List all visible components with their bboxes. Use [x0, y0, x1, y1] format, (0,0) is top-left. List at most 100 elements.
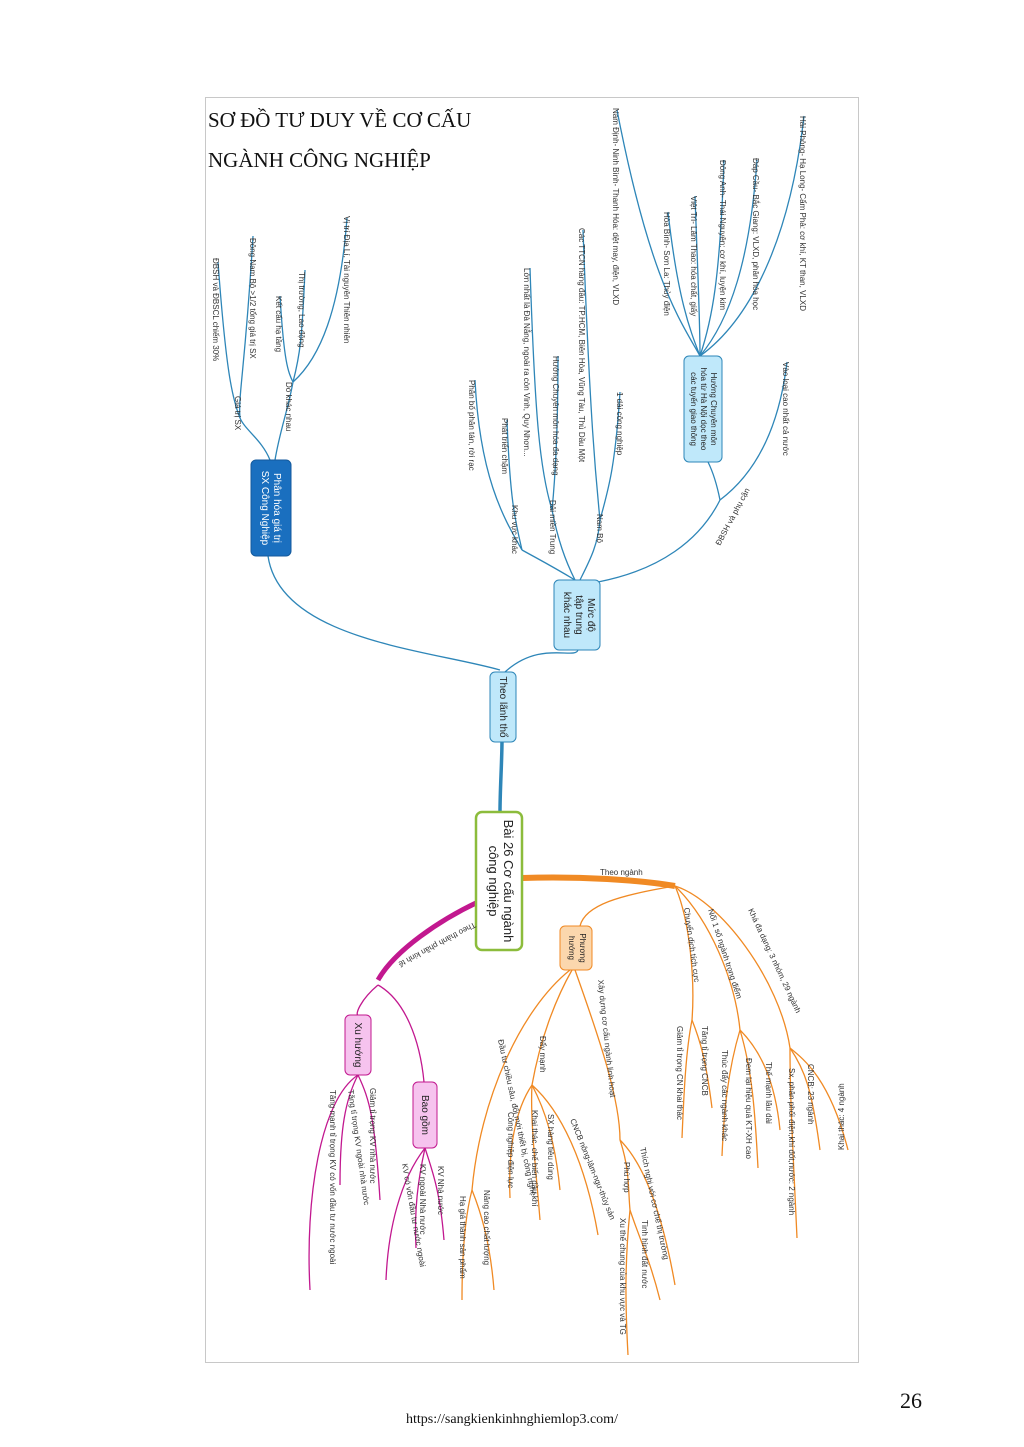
label-cm-item-3: Việt Trì- Lâm Thao: hóa chất, giấy — [689, 196, 698, 316]
footer-url[interactable]: https://sangkienkinhnghiemlop3.com/ — [406, 1412, 618, 1427]
phuong-huong-line-1: Phương — [578, 933, 587, 962]
label-ph-item-1: Tình hình đất nước — [640, 1220, 649, 1288]
edge-giatri-2 — [239, 235, 254, 419]
edge-cm-2 — [667, 211, 701, 357]
edge-huongcm — [707, 461, 721, 501]
label-cm-item-2: Hòa Bình- Sơn La: Thủy điện — [662, 212, 671, 316]
edge-territory-phanhoa — [267, 555, 501, 671]
huong-cm-line-2: hóa từ Hà Nội dọc theo — [699, 368, 708, 451]
edge-cm-6 — [699, 115, 805, 357]
edge-xd-1 — [619, 1139, 676, 1286]
phan-hoa-line-1: Phân hóa giá trị — [271, 473, 282, 543]
label-dbsh-item-1: Vào loại cao nhất cả nước — [781, 362, 790, 456]
phuong-huong-node[interactable]: Phương hướng — [559, 925, 593, 971]
muc-do-line-2: tập trung — [573, 595, 584, 634]
bao-gom-label: Bao gồm — [419, 1095, 431, 1135]
edge-phuonghuong — [579, 885, 676, 927]
edge-dm-3 — [530, 1084, 541, 1221]
huong-cm-node[interactable]: Hướng Chuyên môn hóa từ Hà Nội dọc theo … — [683, 355, 723, 463]
edge-dokhac — [274, 381, 294, 461]
phan-hoa-line-2: SX Công Nghiệp — [259, 471, 270, 546]
territory-node[interactable]: Theo lãnh thổ — [489, 671, 517, 743]
huong-cm-line-1: Hướng Chuyên môn — [709, 373, 718, 446]
edge-giatri — [239, 417, 271, 461]
label-do-khac-nhau: Do khác nhau — [284, 382, 293, 431]
label-dm-item-3: Khai thác, chế biến dầu khí — [530, 1110, 539, 1207]
label-cm-item-6: Hải Phòng- Hạ Long- Cẩm Phả: cơ khí, KT … — [798, 116, 807, 311]
edge-daymanh — [531, 969, 573, 1086]
bao-gom-node[interactable]: Bao gồm — [412, 1081, 438, 1149]
label-dh-item-2: Hướng Chuyên môn hóa đa dạng — [551, 356, 560, 476]
edge-dbsh-1 — [719, 361, 788, 501]
label-n1-item-2: Đem lại hiệu quả KT-XH cao — [744, 1058, 753, 1159]
muc-do-node[interactable]: Mức độ tập trung khác nhau — [553, 579, 601, 651]
edge-kv-2 — [506, 419, 523, 551]
label-xh-item-3: Tăng mạnh tỉ trọng KV có vốn đầu tư nước… — [328, 1090, 337, 1265]
label-xh-item-1: Giảm tỉ trọng KV nhà nước — [368, 1088, 377, 1184]
edge-noi1so — [674, 885, 741, 1031]
edge-xh-2 — [339, 1074, 359, 1186]
label-chuyen-dich: Chuyển dịch tích cực — [682, 907, 701, 983]
edge-nambo — [579, 519, 601, 581]
muc-do-line-1: Mức độ — [585, 598, 596, 632]
central-node[interactable]: Bài 26 Cơ cấu ngành công nghiệp — [474, 810, 524, 952]
title-line-1: SƠ ĐỒ TƯ DUY VỀ CƠ CẤU — [208, 108, 472, 132]
edge-cm-4 — [699, 159, 725, 357]
label-do-item-3: Vị trí Địa Lí, Tài nguyên Thiên nhiên — [342, 216, 351, 343]
label-n1-item-1: Thế mạnh lâu dài — [764, 1062, 773, 1124]
label-do-item-2: Thị trường, Lao động — [297, 272, 306, 348]
label-gia-tri-item-1: ĐBSH và ĐBSCL chiếm 30% — [211, 258, 220, 361]
edge-kvkhac — [521, 549, 576, 581]
edge-dh-2 — [551, 355, 559, 511]
label-theo-nganh: Theo ngành — [600, 868, 643, 877]
label-ph-item-2: Xu thế chung của khu vực và TG — [618, 1218, 627, 1335]
edge-cm-5 — [699, 159, 758, 357]
edge-n1-3 — [721, 1029, 741, 1157]
label-n1-item-3: Thúc đẩy các ngành khác — [720, 1050, 729, 1141]
edge-n1-1 — [739, 1029, 781, 1131]
label-kdd-item-3: Sx, phân phối điện,khí đốt,nước: 2 ngành — [787, 1068, 796, 1215]
label-duyen-hai: Dải miền Trung — [548, 500, 557, 554]
edge-cd-1 — [691, 1019, 713, 1109]
edge-do-1 — [279, 295, 294, 383]
label-gia-tri-item-2: Đông Nam Bộ >1/2 tổng giá trị SX — [248, 238, 257, 359]
label-dt-item-1: Nâng cao chất lượng — [482, 1190, 491, 1265]
huong-cm-line-3: các tuyến giao thông — [689, 372, 698, 446]
edge-central-sector — [521, 874, 676, 889]
label-gia-tri-sx: Giá trị SX — [233, 396, 242, 431]
edge-kdd-2 — [789, 1047, 821, 1151]
edge-xh-3 — [308, 1074, 359, 1291]
edge-xh-1 — [357, 1074, 381, 1201]
edge-dm-4 — [509, 1084, 533, 1199]
label-cd-item-1: Tăng tỉ trọng CNCB — [700, 1026, 709, 1096]
phan-hoa-node[interactable]: Phân hóa giá trị SX Công Nghiệp — [250, 459, 292, 557]
phuong-huong-line-2: hướng — [567, 936, 576, 960]
edge-cm-1 — [616, 109, 701, 357]
edge-n1-2 — [739, 1029, 759, 1169]
label-cm-item-4: Đông Anh- Thái Nguyên: cơ khí, luyện kim — [718, 160, 727, 310]
edge-dm-1 — [531, 1084, 599, 1236]
edge-duyenhai — [551, 509, 576, 581]
edge-ph-2 — [625, 1209, 631, 1356]
edge-territory-mucdo — [504, 649, 579, 673]
label-cm-item-5: Đáp Cầu- Bắc Giang: VLXD, phân hóa học — [751, 158, 760, 310]
edge-dautu — [471, 969, 571, 1191]
edge-khadadang — [674, 885, 791, 1049]
label-cm-item-1: Nam Định- Ninh Bình- Thanh Hóa: dệt may,… — [611, 108, 620, 305]
label-xh-item-2: Tăng tỉ trọng KV ngoài nhà nước — [346, 1089, 371, 1206]
territory-label: Theo lãnh thổ — [497, 676, 509, 738]
edge-kdd-1 — [789, 1047, 849, 1151]
edge-xd-2 — [619, 1139, 631, 1211]
label-nb-item-2: 1 dải công nghiệp — [615, 392, 624, 456]
label-xd-sub-2: Phù hợp — [622, 1162, 631, 1193]
title-line-2: NGÀNH CÔNG NGHIỆP — [208, 148, 431, 172]
edge-kv-1 — [474, 379, 523, 551]
xu-huong-node[interactable]: Xu hướng — [344, 1014, 372, 1076]
edge-cm-3 — [694, 195, 701, 357]
central-line-2: công nghiệp — [486, 846, 501, 917]
edge-bg-2 — [414, 1147, 426, 1249]
label-bg-item-1: KV Nhà nước — [436, 1166, 445, 1215]
edge-xuhuong — [356, 984, 379, 1016]
mindmap-frame — [205, 97, 859, 1363]
